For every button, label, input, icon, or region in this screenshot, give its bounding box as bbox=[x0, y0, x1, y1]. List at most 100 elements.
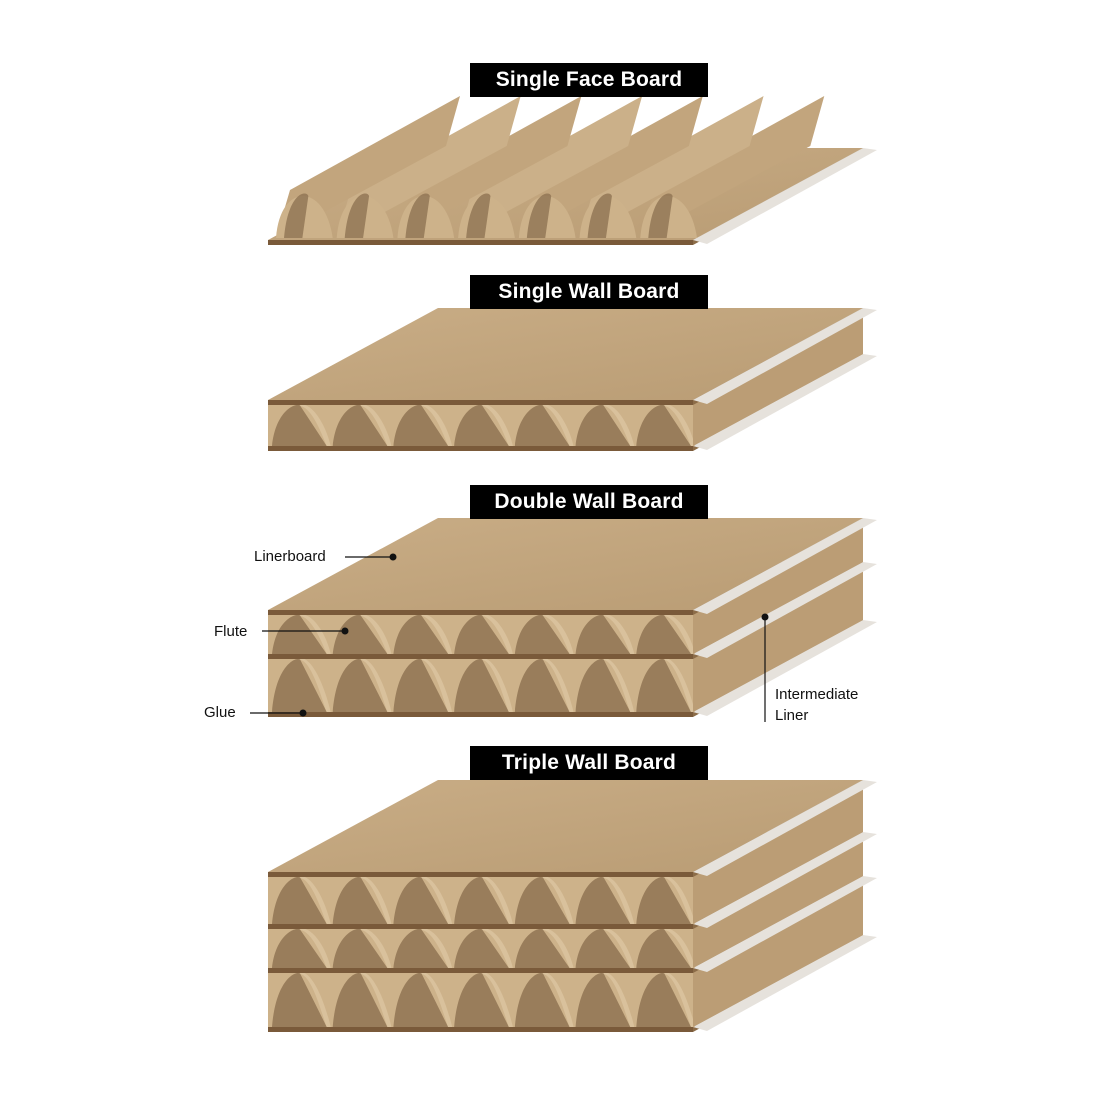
triple-wall-top-flute-flute-shadow-6 bbox=[636, 876, 691, 924]
triple-wall-middle-flute-flute-shadow-5 bbox=[575, 928, 631, 968]
triple-wall-bottom-flute-flute-shadow-5 bbox=[575, 972, 631, 1027]
single-face-flute-shadow-6 bbox=[648, 193, 673, 238]
double-wall-upper-flute-face-2 bbox=[421, 614, 453, 654]
single-face-board-title: Single Face Board bbox=[470, 63, 708, 97]
flute-leader-dot bbox=[341, 627, 349, 635]
triple-wall-top-flute-flute-face-5 bbox=[603, 876, 635, 924]
single-face-ridge-0 bbox=[276, 96, 460, 238]
triple-wall-top-flute-flute-face-3 bbox=[482, 876, 513, 924]
triple-wall-middle-flute-flute-face-0 bbox=[300, 928, 331, 968]
double-wall-upper-flute-shadow-2 bbox=[393, 614, 449, 654]
double-wall-upper-side bbox=[693, 522, 863, 654]
double-wall-upper-flute-shadow-0 bbox=[272, 614, 327, 654]
triple-wall-top-flute-flute-face-6 bbox=[664, 876, 695, 924]
double-wall-lower-flute-shadow-0 bbox=[272, 658, 327, 712]
single-face-flute-shadow-5 bbox=[587, 193, 612, 238]
double-wall-top-liner-shadow bbox=[693, 518, 877, 614]
flute-label: Flute bbox=[214, 623, 248, 640]
triple-wall-top-liner-shadow bbox=[693, 780, 877, 876]
triple-wall-bottom-flute-flute-shadow-2 bbox=[393, 972, 449, 1027]
triple-wall-bottom-flute-flute-face-6 bbox=[664, 972, 695, 1027]
single-wall-board-title: Single Wall Board bbox=[470, 275, 708, 309]
triple-wall-board-illustration bbox=[268, 780, 877, 1032]
double-wall-upper-flute-face-0 bbox=[300, 614, 331, 654]
single-wall-bottom-liner-shadow bbox=[693, 354, 877, 450]
double-wall-lower-flute-shadow-3 bbox=[454, 658, 509, 712]
single-face-board-illustration bbox=[268, 96, 877, 245]
double-wall-lower-flute-face-6 bbox=[664, 658, 695, 712]
double-wall-lower-flute-face-1 bbox=[361, 658, 392, 712]
triple-wall-liner-3-shadow bbox=[693, 832, 877, 928]
triple-wall-top-flute-flute-shadow-3 bbox=[454, 876, 509, 924]
single-wall-top-liner-top bbox=[268, 308, 863, 400]
triple-wall-bottom-flute-flute-face-0 bbox=[300, 972, 331, 1027]
intermediate-liner-label: Intermediate Liner bbox=[775, 684, 858, 726]
triple-wall-middle-flute-flute-face-6 bbox=[664, 928, 695, 968]
single-face-liner-shadow bbox=[693, 148, 877, 244]
single-face-ridge-5 bbox=[579, 96, 764, 238]
double-wall-lower-flute-face-4 bbox=[543, 658, 574, 712]
triple-wall-middle-flute-flute-face-4 bbox=[543, 928, 574, 968]
single-wall-top-liner-front-edge bbox=[268, 400, 693, 405]
triple-wall-middle-flute-flute-shadow-2 bbox=[393, 928, 449, 968]
triple-wall-top-flute-flute-shadow-0 bbox=[272, 876, 327, 924]
triple-wall-bottom-flute-flute-shadow-3 bbox=[454, 972, 509, 1027]
triple-wall-middle-flute-side bbox=[693, 836, 863, 968]
triple-wall-middle-flute-flute-face-5 bbox=[603, 928, 635, 968]
single-wall-top-liner-shadow bbox=[693, 308, 877, 404]
triple-wall-top-liner-top bbox=[268, 780, 863, 872]
single-wall-flute-shadow-3 bbox=[454, 404, 509, 446]
triple-wall-bottom-liner-front-edge bbox=[268, 1027, 693, 1032]
double-wall-board-title: Double Wall Board bbox=[470, 485, 708, 519]
triple-wall-bottom-flute-flute-face-2 bbox=[421, 972, 453, 1027]
triple-wall-bottom-flute-side bbox=[693, 880, 863, 1027]
triple-wall-liner-2-front-edge bbox=[268, 968, 693, 973]
single-face-ridge-6 bbox=[640, 96, 825, 238]
double-wall-top-liner-front-edge bbox=[268, 610, 693, 615]
single-wall-flute-face-4 bbox=[543, 404, 574, 446]
double-wall-upper-flute-shadow-4 bbox=[514, 614, 570, 654]
single-face-ridge-3 bbox=[458, 96, 643, 238]
double-wall-lower-flute-face-5 bbox=[603, 658, 635, 712]
triple-wall-liner-3-front-edge bbox=[268, 924, 693, 929]
double-wall-upper-flute-face-4 bbox=[543, 614, 574, 654]
glue-leader-dot bbox=[299, 709, 307, 717]
single-wall-side bbox=[693, 312, 863, 446]
triple-wall-top-flute-flute-shadow-2 bbox=[393, 876, 449, 924]
double-wall-lower-flute-face-3 bbox=[482, 658, 513, 712]
double-wall-lower-flute-shadow-6 bbox=[636, 658, 691, 712]
triple-wall-bottom-liner-shadow bbox=[693, 935, 877, 1031]
triple-wall-bottom-flute-flute-shadow-0 bbox=[272, 972, 327, 1027]
triple-wall-middle-flute-flute-shadow-0 bbox=[272, 928, 327, 968]
callout-leader-lines bbox=[250, 553, 769, 722]
triple-wall-bottom-flute-flute-face-5 bbox=[603, 972, 635, 1027]
double-wall-upper-flute-shadow-6 bbox=[636, 614, 691, 654]
linerboard-label: Linerboard bbox=[254, 548, 326, 565]
double-wall-upper-flute-face-1 bbox=[361, 614, 392, 654]
triple-wall-bottom-flute-flute-shadow-4 bbox=[514, 972, 570, 1027]
triple-wall-liner-2-shadow bbox=[693, 876, 877, 972]
triple-wall-top-flute-flute-face-4 bbox=[543, 876, 574, 924]
triple-wall-top-flute-flute-face-2 bbox=[421, 876, 453, 924]
triple-wall-middle-flute-flute-face-3 bbox=[482, 928, 513, 968]
triple-wall-top-flute-flute-face-0 bbox=[300, 876, 331, 924]
single-face-liner-front-edge bbox=[268, 240, 693, 245]
triple-wall-bottom-flute-flute-shadow-6 bbox=[636, 972, 691, 1027]
double-wall-upper-flute-shadow-3 bbox=[454, 614, 509, 654]
double-wall-lower-flute-face-0 bbox=[300, 658, 331, 712]
glue-label: Glue bbox=[204, 704, 236, 721]
single-face-flute-shadow-4 bbox=[526, 193, 552, 238]
single-wall-bottom-liner-front-edge bbox=[268, 446, 693, 451]
triple-wall-top-flute-flute-shadow-4 bbox=[514, 876, 570, 924]
double-wall-upper-flute-face-5 bbox=[603, 614, 635, 654]
triple-wall-top-flute-flute-face-1 bbox=[361, 876, 392, 924]
single-wall-flute-face-2 bbox=[421, 404, 453, 446]
triple-wall-top-liner-front-edge bbox=[268, 872, 693, 877]
double-wall-lower-side bbox=[693, 566, 863, 712]
double-wall-intermediate-liner-shadow bbox=[693, 562, 877, 658]
single-face-ridge-1 bbox=[336, 96, 521, 238]
double-wall-lower-flute-shadow-4 bbox=[514, 658, 570, 712]
single-wall-flute-face-1 bbox=[361, 404, 392, 446]
double-wall-lower-flute-face-2 bbox=[421, 658, 453, 712]
